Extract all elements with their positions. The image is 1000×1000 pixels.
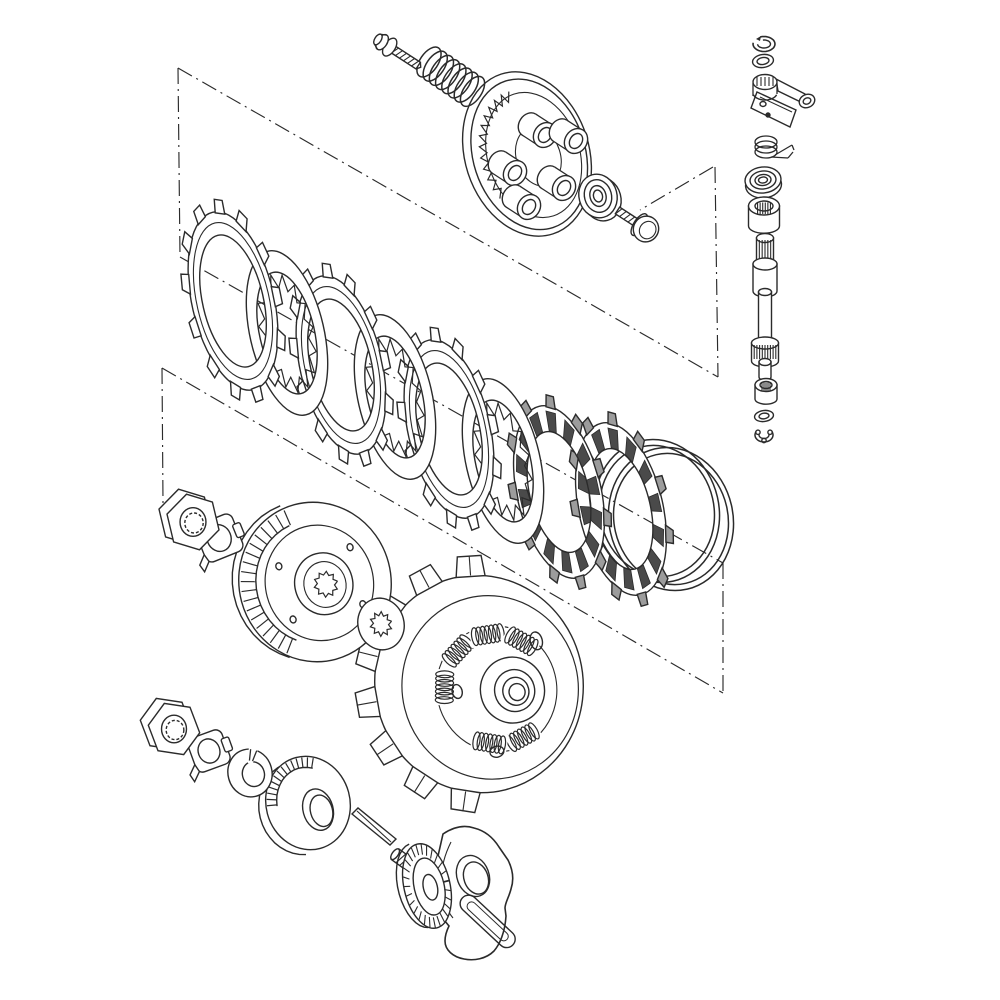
thrust-washer-splined xyxy=(357,597,405,651)
crank-lock-washer xyxy=(187,729,234,784)
clutch-push-lever xyxy=(750,73,816,128)
conical-spring-washer xyxy=(227,745,273,798)
clutch-boss xyxy=(231,501,392,663)
clutch-spring-bolt xyxy=(373,33,422,70)
friction-clutch-plate-3 xyxy=(396,326,502,532)
assembly-group-outlines xyxy=(161,67,724,694)
push-lever-ball-bearing xyxy=(744,166,783,199)
push-lever-return-spring xyxy=(754,135,795,159)
friction-clutch-plate-1 xyxy=(180,198,286,404)
push-lever-circlip xyxy=(752,35,776,53)
friction-plate-pads-1 xyxy=(506,393,613,591)
needle-bearing-lower xyxy=(754,377,778,405)
crankshaft-nut xyxy=(139,697,201,756)
push-lever-washer xyxy=(751,53,775,69)
release-bearing xyxy=(578,173,622,222)
release-bearing-pin xyxy=(614,206,660,243)
straight-key xyxy=(350,807,398,846)
oil-pump-drive-gear xyxy=(258,755,352,856)
clutch-pressure-plate xyxy=(461,71,593,237)
push-rod-e-clip xyxy=(754,429,774,444)
needle-bearing-upper xyxy=(747,196,781,234)
clutch-boss-nut xyxy=(158,488,220,551)
clutch-spring xyxy=(416,46,486,108)
push-rod-shaft xyxy=(750,232,780,382)
push-rod-washer xyxy=(753,409,775,423)
primary-drive-gear-assembly xyxy=(390,825,516,961)
